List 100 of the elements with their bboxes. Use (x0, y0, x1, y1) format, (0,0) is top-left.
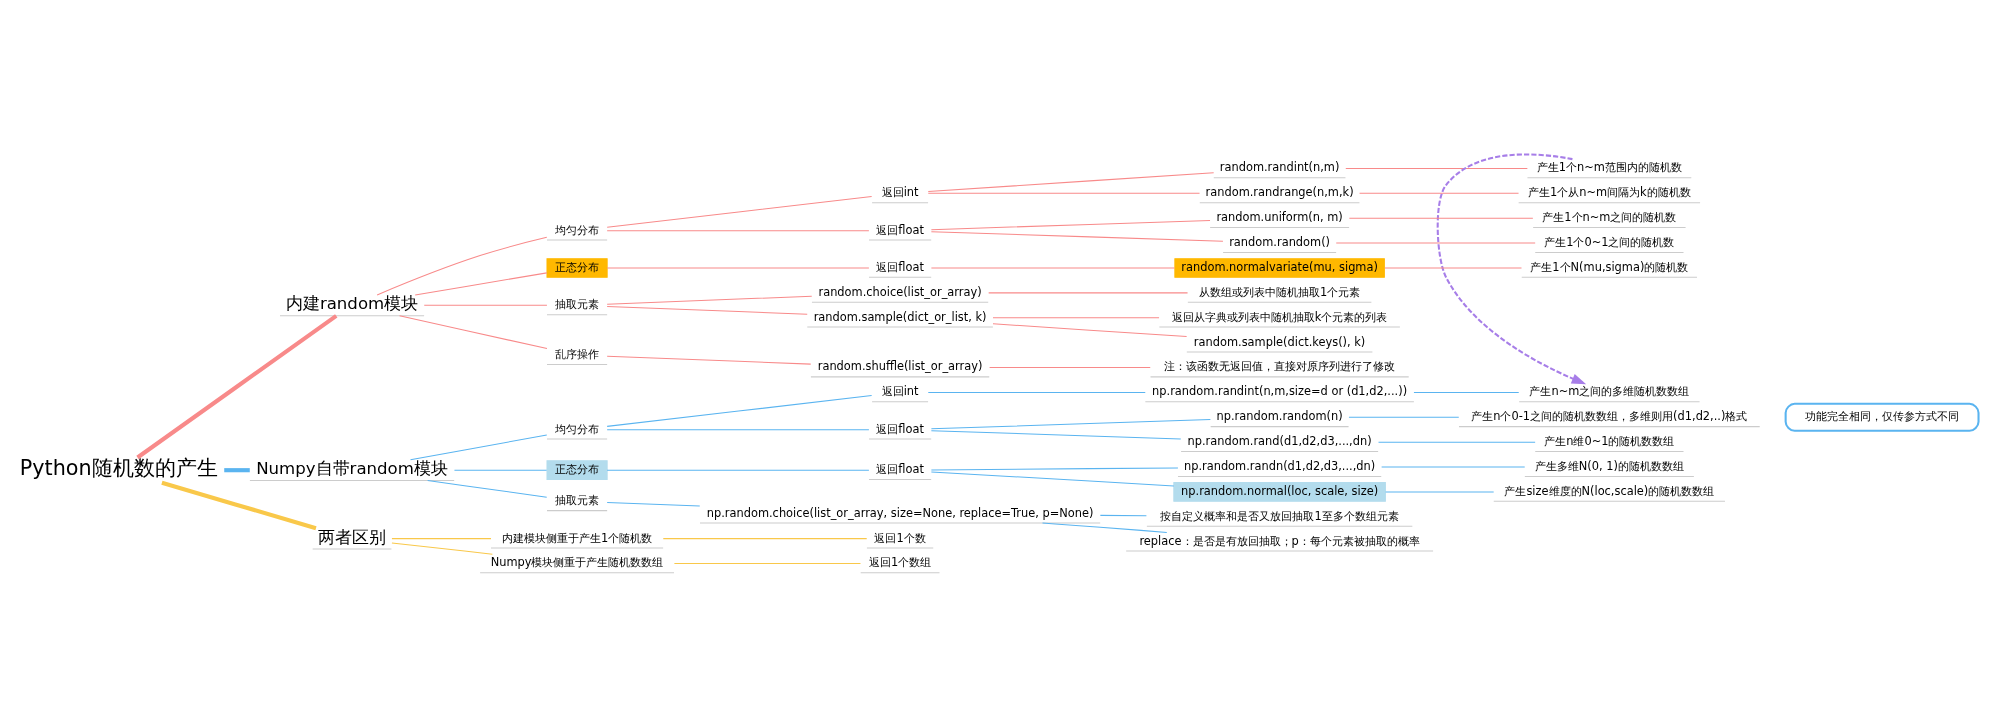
node-text: 返回int (881, 184, 919, 199)
node-text: 内建random模块 (285, 293, 419, 313)
node-box: random.normalvariate(mu, sigma) (1174, 257, 1385, 278)
node-text: 内建模块侧重于产生1个随机数 (501, 530, 653, 545)
node-text: random.random() (1229, 234, 1331, 249)
connector (1359, 192, 1520, 194)
connector (930, 266, 1176, 268)
node-text: random.shuffle(list_or_array) (817, 358, 983, 373)
node-text: 产生n个0-1之间的随机数数组，多维则用(d1,d2,..)格式 (1471, 408, 1748, 423)
node-text: Python随机数的产生 (19, 455, 218, 480)
connector (423, 304, 548, 306)
node-text: 返回1个数组 (868, 554, 932, 569)
node-text: 返回float (876, 222, 924, 237)
connector (410, 434, 548, 460)
connector (988, 291, 1189, 293)
node-text: 返回float (876, 259, 924, 274)
node-text: 产生1个从n~m间隔为k的随机数 (1528, 184, 1691, 199)
connector (427, 479, 548, 498)
node-text: 返回1个数 (874, 530, 926, 545)
connector (930, 230, 1224, 242)
connector (453, 469, 548, 471)
connector (606, 195, 873, 228)
connector (1335, 242, 1536, 244)
connector (992, 322, 1188, 337)
node-text: 返回int (881, 383, 919, 398)
node-text: np.random.rand(d1,d2,d3,...,dn) (1187, 433, 1372, 448)
connector (930, 219, 1211, 230)
node-box: 正态分布 (546, 257, 608, 278)
node-text: 产生n维0~1的随机数数组 (1544, 433, 1675, 448)
node-text: 均匀分布 (555, 421, 600, 436)
connector (224, 467, 250, 472)
node-box: np.random.normal(loc, scale, size) (1173, 481, 1386, 502)
connector (1345, 167, 1528, 169)
node-text: random.sample(dict.keys(), k) (1193, 334, 1366, 349)
node-text: 乱序操作 (555, 346, 600, 361)
connector (399, 314, 548, 349)
connector (1413, 391, 1520, 393)
connector (662, 537, 868, 539)
node-text: 从数组或列表中随机抽取1个元素 (1198, 284, 1361, 299)
connector (1042, 522, 1168, 533)
node-text: 两者区别 (318, 527, 387, 547)
connector (606, 305, 808, 315)
connector (606, 469, 870, 471)
node-text: 抽取元素 (555, 296, 600, 311)
node-text: np.random.randn(d1,d2,d3,...,dn) (1183, 458, 1376, 473)
node-text: 抽取元素 (555, 492, 600, 507)
connector (673, 562, 861, 564)
connector (930, 466, 1179, 470)
connector (1381, 466, 1526, 468)
node-text: 返回float (876, 461, 924, 476)
node-text: 产生1个n~m之间的随机数 (1542, 209, 1677, 224)
connector (1384, 266, 1522, 268)
connector (414, 271, 548, 295)
connector (391, 541, 493, 555)
connector (606, 229, 870, 231)
node-text: 产生size维度的N(loc,scale)的随机数数组 (1504, 483, 1715, 498)
node-text: Numpy自带random模块 (256, 458, 448, 478)
node-box: 功能完全相同，仅传参方式不同 (1784, 402, 1980, 432)
node-text: 均匀分布 (555, 222, 600, 237)
node-text: np.random.randint(n,m,size=d or (d1,d2,...)) (1152, 383, 1408, 398)
node-text: random.sample(dict_or_list, k) (813, 309, 987, 324)
connector (1348, 217, 1534, 219)
connector (989, 366, 1151, 368)
connector (136, 313, 338, 459)
arrow (1436, 152, 1587, 384)
connector (1378, 441, 1536, 443)
connector (391, 537, 492, 539)
node-text: 产生1个n~m范围内的随机数 (1536, 159, 1682, 174)
node-box: 正态分布 (546, 459, 608, 480)
connector (930, 429, 1182, 439)
node-text: np.random.random(n) (1216, 408, 1343, 423)
node-text: 注：该函数无返回值，直接对原序列进行了修改 (1164, 358, 1396, 373)
node-text: random.randrange(n,m,k) (1205, 184, 1354, 199)
node-text: 产生n~m之间的多维随机数数组 (1529, 383, 1690, 398)
connector (606, 355, 812, 365)
node-text: 产生1个0~1之间的随机数 (1544, 234, 1675, 249)
node-text: 返回float (876, 421, 924, 436)
connector (606, 428, 870, 430)
connector (927, 391, 1146, 393)
node-text: replace：是否是有放回抽取；p：每个元素被抽取的概率 (1139, 533, 1420, 548)
node-text: 产生多维N(0, 1)的随机数数组 (1534, 458, 1684, 473)
node-text: 按自定义概率和是否又放回抽取1至多个数组元素 (1160, 508, 1399, 523)
connector (606, 295, 813, 305)
node-text: random.choice(list_or_array) (818, 284, 982, 299)
connector (606, 501, 701, 507)
connector (930, 470, 1175, 486)
connector (1099, 514, 1147, 516)
connector (1348, 416, 1460, 418)
node-text: 返回从字典或列表中随机抽取k个元素的列表 (1171, 309, 1388, 324)
connector (161, 480, 317, 530)
connector (930, 418, 1211, 429)
connector (992, 316, 1160, 318)
connector (1385, 490, 1495, 492)
connector (927, 192, 1201, 194)
connector (376, 236, 548, 295)
node-text: 产生1个N(mu,sigma)的随机数 (1530, 259, 1689, 274)
node-text: random.randint(n,m) (1219, 159, 1340, 174)
node-text: Numpy模块侧重于产生随机数数组 (490, 554, 664, 569)
node-text: np.random.choice(list_or_array, size=None, replace=True, p=None) (706, 505, 1094, 520)
connector (606, 394, 873, 427)
